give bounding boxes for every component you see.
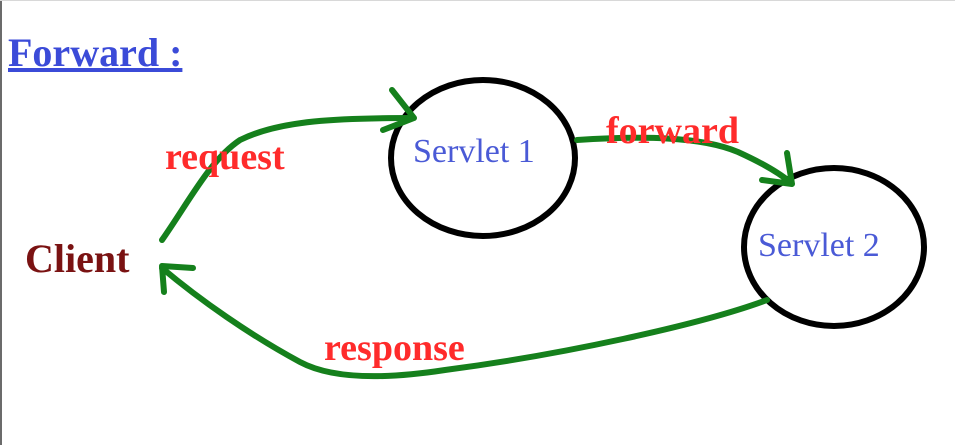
- response-arrow: [159, 265, 770, 380]
- servlet-2-label: Servlet 2: [758, 227, 880, 264]
- diagram-title: Forward :: [8, 30, 182, 75]
- servlet-2-circle: [741, 165, 927, 329]
- forward-label: forward: [606, 110, 739, 152]
- response-arrowhead: [159, 263, 196, 295]
- forward-arrowhead: [759, 150, 795, 187]
- request-label: request: [165, 136, 285, 178]
- response-label: response: [324, 327, 465, 369]
- request-arrow: [159, 115, 415, 243]
- forward-arrow: [574, 134, 793, 185]
- servlet-1-circle: [388, 77, 578, 239]
- request-arrowhead: [380, 87, 417, 133]
- servlet-1-label: Servlet 1: [413, 133, 535, 170]
- window-left-border: [0, 0, 2, 445]
- client-label: Client: [25, 236, 130, 281]
- window-top-border: [0, 0, 955, 1]
